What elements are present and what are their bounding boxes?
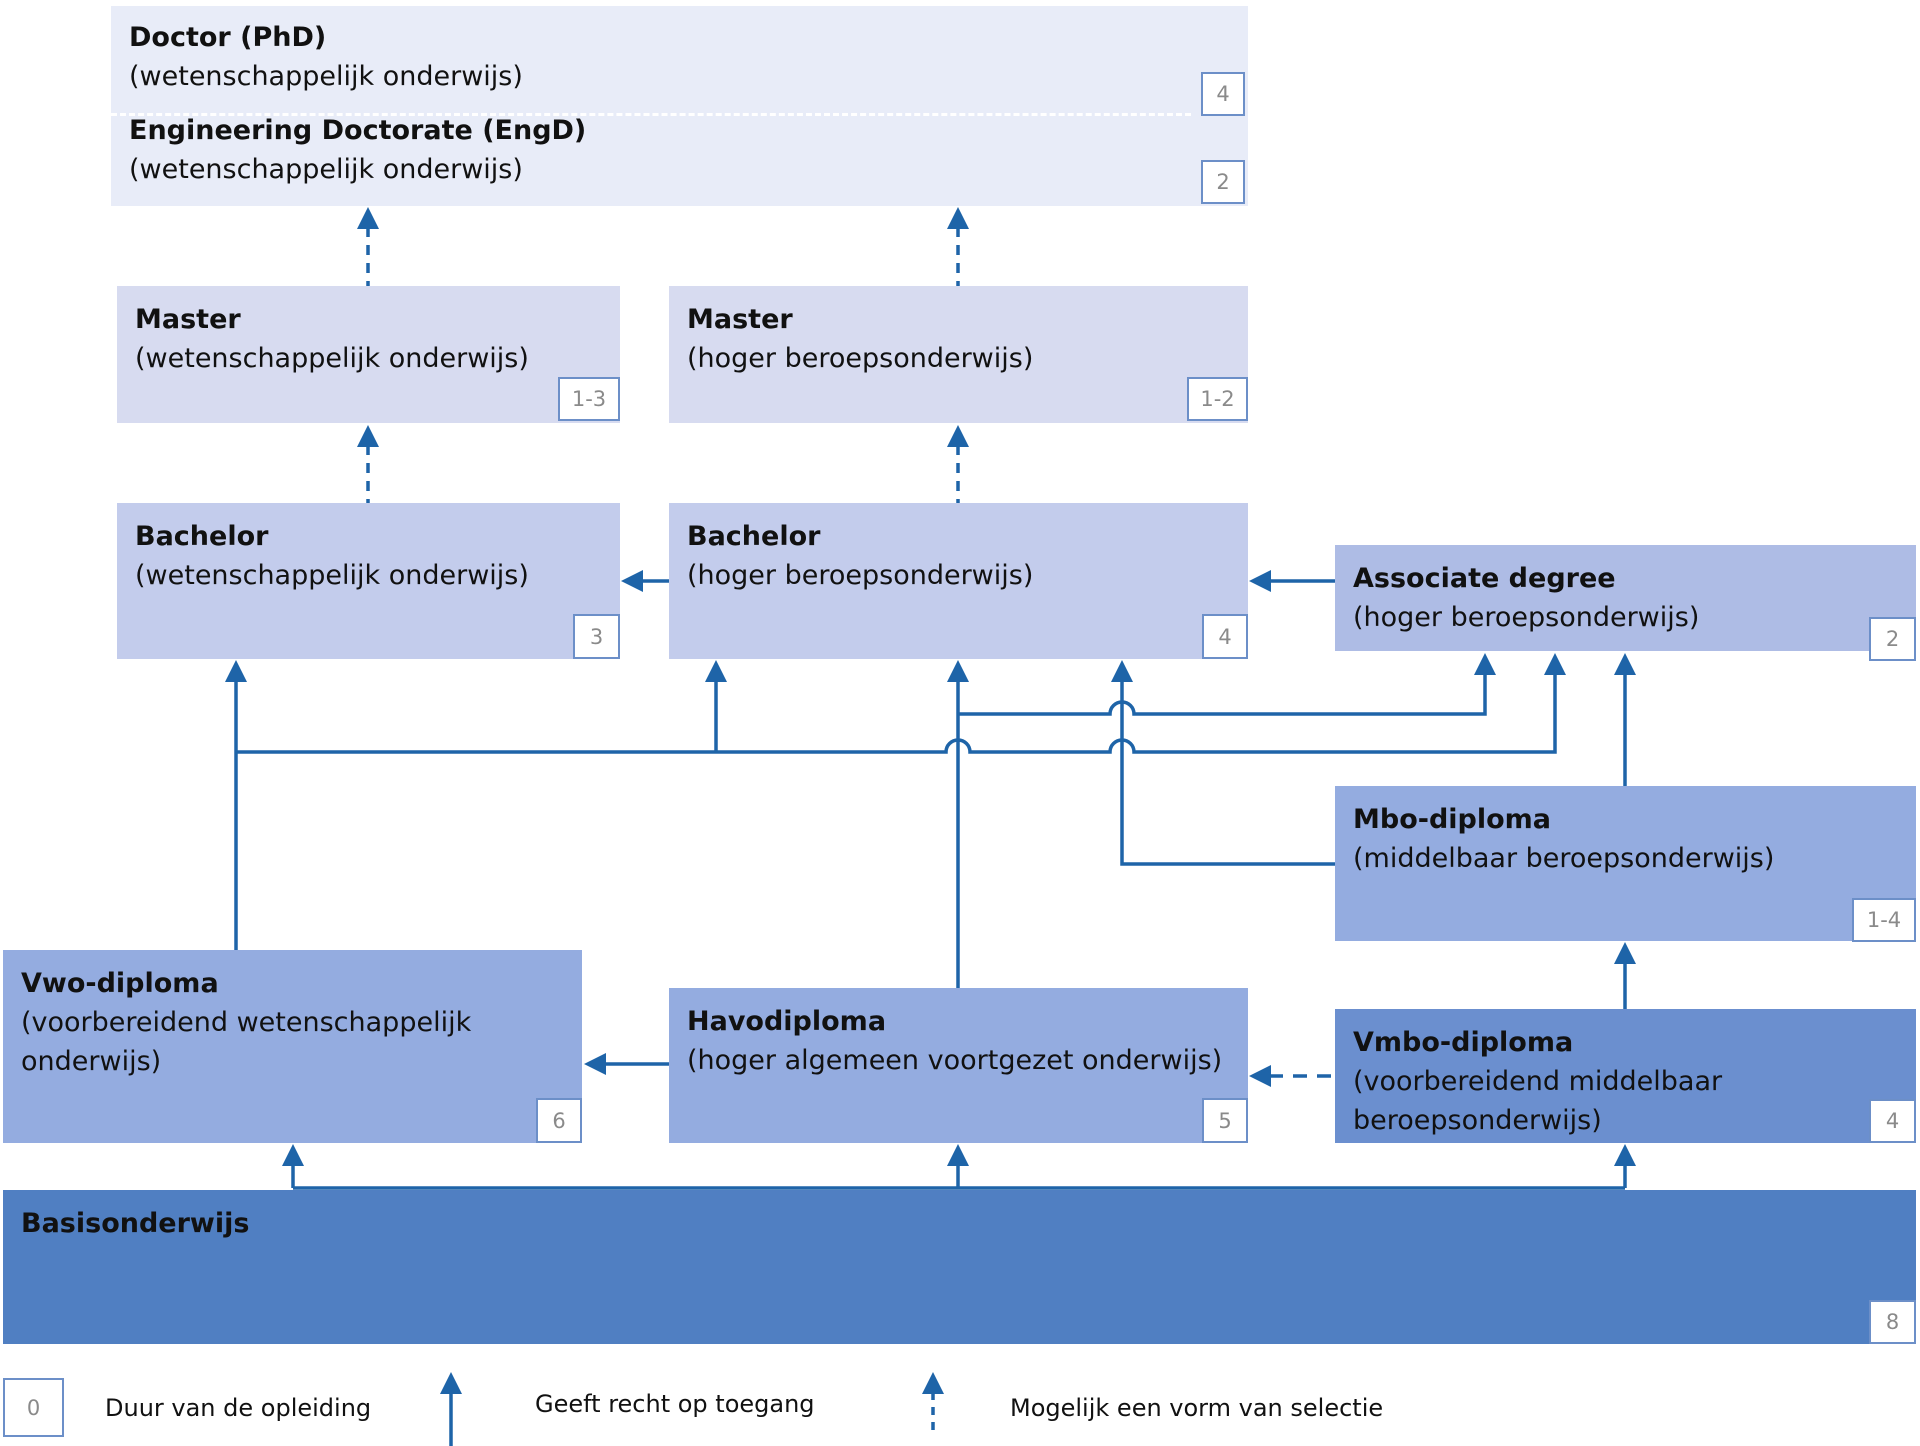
- bachelor-wo-title: Bachelor: [135, 521, 269, 552]
- doctorate-divider: [111, 113, 1191, 116]
- bachelor-hbo-duration-badge: 4: [1202, 614, 1248, 659]
- legend-solid-arrowhead: [440, 1372, 462, 1394]
- bachelor-wo-subtitle: (wetenschappelijk onderwijs): [135, 560, 529, 591]
- vwo-subtitle-line1: (voorbereidend wetenschappelijk: [21, 1007, 472, 1038]
- arrowhead-bachelor-wo-bottom: [225, 660, 247, 682]
- phd-subtitle: (wetenschappelijk onderwijs): [129, 61, 523, 92]
- arrowhead-vwo-left: [584, 1053, 606, 1075]
- basis-duration-badge: 8: [1869, 1300, 1916, 1344]
- arrowhead-phd-from-master-hbo: [947, 207, 969, 229]
- legend-dashed-arrowhead: [922, 1372, 944, 1394]
- arrowhead-bachelor-hbo-bottom-2: [947, 660, 969, 682]
- engd-title: Engineering Doctorate (EngD): [129, 115, 587, 146]
- engd-duration-badge: 2: [1201, 160, 1245, 204]
- arrowhead-bachelor-hbo-right: [1249, 570, 1271, 592]
- arrowhead-associate-3: [1614, 653, 1636, 675]
- associate-title: Associate degree: [1353, 563, 1616, 594]
- bachelor-wo-box: Bachelor (wetenschappelijk onderwijs) 3: [117, 503, 620, 659]
- arrowhead-master-hbo: [947, 425, 969, 447]
- legend-duration-label: Duur van de opleiding: [105, 1394, 372, 1422]
- arrowhead-mbo: [1614, 942, 1636, 964]
- phd-duration-badge: 4: [1201, 72, 1245, 116]
- arrowhead-bachelor-hbo-bottom-1: [705, 660, 727, 682]
- vwo-duration-badge: 6: [536, 1098, 582, 1143]
- mbo-subtitle: (middelbaar beroepsonderwijs): [1353, 843, 1775, 874]
- havo-box: Havodiploma (hoger algemeen voortgezet o…: [669, 988, 1248, 1143]
- bachelor-hbo-box: Bachelor (hoger beroepsonderwijs) 4: [669, 503, 1248, 659]
- vmbo-title: Vmbo-diploma: [1353, 1027, 1574, 1058]
- vmbo-subtitle-line1: (voorbereidend middelbaar: [1353, 1066, 1723, 1097]
- line-havo-horizontal: [958, 673, 1487, 716]
- arrowhead-phd-from-master-wo: [357, 207, 379, 229]
- vmbo-box: Vmbo-diploma (voorbereidend middelbaar b…: [1335, 1009, 1916, 1143]
- bachelor-hbo-subtitle: (hoger beroepsonderwijs): [687, 560, 1034, 591]
- arrowhead-master-wo: [357, 425, 379, 447]
- master-hbo-subtitle: (hoger beroepsonderwijs): [687, 343, 1034, 374]
- master-wo-subtitle: (wetenschappelijk onderwijs): [135, 343, 529, 374]
- arrowhead-associate-2: [1544, 653, 1566, 675]
- doctorate-box: Doctor (PhD) (wetenschappelijk onderwijs…: [111, 6, 1248, 206]
- master-hbo-duration-badge: 1-2: [1187, 377, 1248, 421]
- basisonderwijs-box: Basisonderwijs 8: [3, 1190, 1916, 1344]
- engd-subtitle: (wetenschappelijk onderwijs): [129, 154, 523, 185]
- bachelor-wo-duration-badge: 3: [573, 614, 620, 659]
- basis-title: Basisonderwijs: [21, 1208, 250, 1239]
- legend-duration-sample: 0: [3, 1378, 64, 1437]
- arrowhead-vwo-bottom: [282, 1144, 304, 1166]
- havo-subtitle: (hoger algemeen voortgezet onderwijs): [687, 1045, 1223, 1076]
- arrowhead-bachelor-hbo-bottom-3: [1111, 660, 1133, 682]
- vmbo-duration-badge: 4: [1869, 1099, 1916, 1143]
- vwo-subtitle-line2: onderwijs): [21, 1046, 162, 1077]
- master-wo-box: Master (wetenschappelijk onderwijs) 1-3: [117, 286, 620, 423]
- master-hbo-title: Master: [687, 304, 793, 335]
- mbo-title: Mbo-diploma: [1353, 804, 1552, 835]
- line-mbo-to-bachelor-hbo: [1120, 680, 1335, 866]
- havo-duration-badge: 5: [1202, 1098, 1248, 1143]
- arrowhead-bachelor-wo-left: [621, 570, 643, 592]
- legend-selection-label: Mogelijk een vorm van selectie: [1010, 1394, 1384, 1422]
- associate-subtitle: (hoger beroepsonderwijs): [1353, 602, 1700, 633]
- master-wo-title: Master: [135, 304, 241, 335]
- associate-duration-badge: 2: [1869, 617, 1916, 661]
- arrowhead-vmbo-bottom: [1614, 1144, 1636, 1166]
- legend-access-label: Geeft recht op toegang: [535, 1390, 815, 1418]
- vwo-title: Vwo-diploma: [21, 968, 219, 999]
- associate-degree-box: Associate degree (hoger beroepsonderwijs…: [1335, 545, 1916, 661]
- phd-title: Doctor (PhD): [129, 22, 327, 53]
- arrowhead-associate-1: [1474, 653, 1496, 675]
- arrowhead-havo-right: [1249, 1065, 1271, 1087]
- vmbo-subtitle-line2: beroepsonderwijs): [1353, 1105, 1602, 1136]
- mbo-duration-badge: 1-4: [1852, 898, 1916, 942]
- master-hbo-box: Master (hoger beroepsonderwijs) 1-2: [669, 286, 1248, 423]
- line-vwo-horizontal: [236, 673, 1557, 754]
- havo-title: Havodiploma: [687, 1006, 887, 1037]
- bachelor-hbo-title: Bachelor: [687, 521, 821, 552]
- vwo-box: Vwo-diploma (voorbereidend wetenschappel…: [3, 950, 582, 1143]
- arrowhead-havo-bottom: [947, 1144, 969, 1166]
- mbo-box: Mbo-diploma (middelbaar beroepsonderwijs…: [1335, 786, 1916, 942]
- master-wo-duration-badge: 1-3: [558, 377, 620, 421]
